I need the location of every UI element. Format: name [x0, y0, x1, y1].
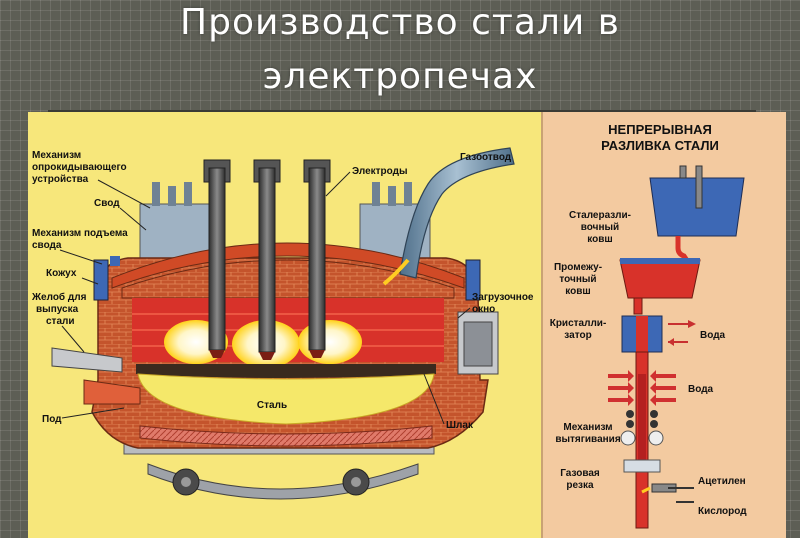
- label-hearth: Под: [42, 414, 62, 425]
- casting-header-1: НЕПРЕРЫВНАЯ: [608, 122, 712, 137]
- label-roof-lift-1: Механизм подъема: [32, 228, 128, 239]
- withdraw-roller-left: [620, 430, 636, 446]
- label-load-window-2: окно: [472, 304, 495, 315]
- label-tap-2: выпуска: [36, 304, 79, 315]
- label-tap-3: стали: [46, 316, 75, 327]
- electrode-2: [258, 167, 276, 353]
- casting-header-2: РАЗЛИВКА СТАЛИ: [601, 138, 719, 153]
- label-mould-2: затор: [564, 330, 591, 341]
- hearth: [139, 425, 433, 447]
- label-casing: Кожух: [46, 268, 77, 279]
- label-cut-1: Газовая: [560, 468, 600, 479]
- label-steel: Сталь: [257, 400, 287, 411]
- title-divider: [48, 110, 756, 112]
- slide-title-line-2: электропечах: [262, 56, 538, 97]
- label-ladle-2: вочный: [581, 222, 619, 233]
- label-cut-2: резка: [566, 480, 594, 491]
- label-water-1: Вода: [700, 330, 726, 341]
- tundish: [619, 259, 701, 299]
- label-roof-lift-2: свода: [32, 240, 62, 251]
- label-slag: Шлак: [446, 420, 474, 431]
- label-mould-1: Кристалли-: [550, 318, 607, 329]
- label-tilt-mech-3: устройства: [32, 174, 89, 185]
- electrode-3: [308, 167, 326, 351]
- tap-spout: [51, 347, 123, 373]
- label-tilt-mech-2: опрокидывающего: [32, 162, 127, 173]
- label-ladle-1: Сталеразли-: [569, 210, 631, 221]
- molten-steel: [137, 373, 435, 425]
- electrode-1: [208, 167, 226, 351]
- label-load-window-1: Загрузочное: [472, 292, 534, 303]
- slag-layer: [136, 364, 436, 378]
- label-gas-outlet: Газоотвод: [460, 152, 512, 163]
- label-electrodes: Электроды: [352, 166, 408, 177]
- slide-title-line-1: Производство стали в: [180, 2, 620, 43]
- furnace-diagram: Механизм опрокидывающего устройства Свод…: [31, 112, 786, 538]
- label-withdraw-1: Механизм: [563, 422, 612, 433]
- label-oxygen: Кислород: [698, 506, 747, 517]
- label-withdraw-2: вытягивания: [555, 434, 620, 445]
- label-tap-1: Желоб для: [31, 291, 87, 303]
- label-water-2: Вода: [688, 384, 714, 395]
- label-tundish-1: Промежу-: [554, 262, 602, 273]
- label-tundish-3: ковш: [565, 286, 590, 297]
- label-roof: Свод: [94, 198, 120, 209]
- arc-glow-3: [298, 320, 362, 364]
- gas-outlet-pipe: [399, 147, 515, 279]
- label-ladle-3: ковш: [587, 234, 612, 245]
- label-tilt-mech-1: Механизм: [32, 150, 81, 161]
- label-acetylene: Ацетилен: [698, 476, 746, 487]
- withdraw-roller-right: [648, 430, 664, 446]
- diagram-image: Механизм опрокидывающего устройства Свод…: [28, 112, 786, 538]
- label-tundish-2: точный: [559, 274, 596, 285]
